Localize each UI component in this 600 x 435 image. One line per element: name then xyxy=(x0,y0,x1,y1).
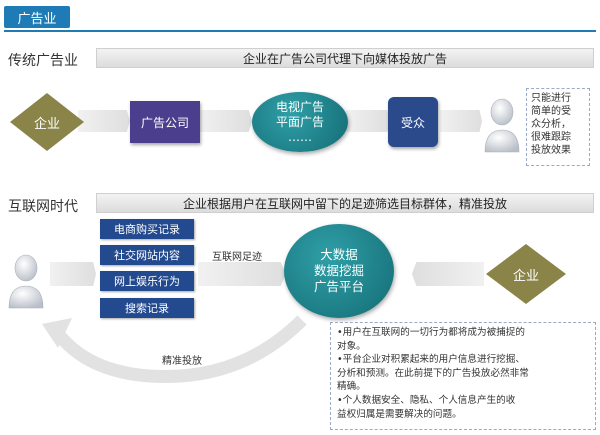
traditional-banner: 企业在广告公司代理下向媒体投放广告 xyxy=(96,48,594,68)
record-social: 社交网站内容 xyxy=(100,245,194,265)
record-entertainment: 网上娱乐行为 xyxy=(100,271,194,291)
platform-line-3: 广告平台 xyxy=(313,279,364,294)
note-line: 分析和预测。在此前提下的广告投放必然非常 xyxy=(337,367,529,379)
internet-note: •用户在互联网的一切行为都将成为被捕捉的 对象。 •平台企业对积累起来的用户信息… xyxy=(330,322,596,430)
flow-arrow-1 xyxy=(78,110,130,132)
enterprise-diamond-internet: 企业 xyxy=(486,244,566,304)
flow-arrow-user-records xyxy=(50,262,96,286)
record-search: 搜索记录 xyxy=(100,298,194,318)
targeting-curve-arrow xyxy=(42,315,307,384)
agency-box: 广告公司 xyxy=(130,101,200,143)
flow-arrow-2 xyxy=(198,110,252,132)
note-line: 对象。 xyxy=(337,340,366,352)
page-title: 广告业 xyxy=(4,6,70,28)
note-line: 投放效果 xyxy=(531,145,571,156)
note-line: 众分析， xyxy=(531,119,571,130)
media-line-more: …… xyxy=(288,129,312,144)
note-line: 只能进行 xyxy=(531,93,571,104)
bigdata-platform-circle: 大数据 数据挖掘 广告平台 xyxy=(284,224,394,318)
record-ecommerce: 电商购买记录 xyxy=(100,219,194,239)
enterprise-diamond: 企业 xyxy=(10,93,84,151)
media-circle: 电视广告 平面广告 …… xyxy=(252,92,348,152)
platform-line-1: 大数据 xyxy=(320,247,358,262)
person-icon xyxy=(484,98,520,153)
flow-arrow-enterprise-platform xyxy=(412,262,484,286)
internet-banner: 企业根据用户在互联网中留下的足迹筛选目标群体，精准投放 xyxy=(96,193,594,213)
flow-arrow-3 xyxy=(346,110,390,132)
media-line-tv: 电视广告 xyxy=(275,99,324,114)
user-person-icon xyxy=(8,254,44,309)
note-line: 益权归属是需要解决的问题。 xyxy=(337,408,462,420)
note-line: 简单的受 xyxy=(531,106,571,117)
traditional-note: 只能进行 简单的受 众分析， 很难跟踪 投放效果 xyxy=(526,88,590,166)
note-line: 很难跟踪 xyxy=(531,132,571,143)
targeting-label: 精准投放 xyxy=(162,356,202,367)
enterprise-label: 企业 xyxy=(33,116,60,132)
enterprise-label-internet: 企业 xyxy=(512,268,539,284)
title-underline xyxy=(4,30,596,32)
footprint-label: 互联网足迹 xyxy=(212,252,262,263)
flow-arrow-4 xyxy=(440,110,482,132)
note-line: 精确。 xyxy=(337,381,366,393)
flow-arrow-footprint xyxy=(198,262,286,286)
audience-box: 受众 xyxy=(388,97,438,147)
platform-line-2: 数据挖掘 xyxy=(313,263,364,278)
section-label-traditional: 传统广告业 xyxy=(8,53,78,69)
note-line: •个人数据安全、隐私、个人信息产生的收 xyxy=(337,394,516,406)
note-line: •用户在互联网的一切行为都将成为被捕捉的 xyxy=(337,327,525,338)
media-line-print: 平面广告 xyxy=(275,114,324,129)
note-line: •平台企业对积累起来的用户信息进行挖掘、 xyxy=(337,354,525,366)
section-label-internet: 互联网时代 xyxy=(8,199,78,215)
